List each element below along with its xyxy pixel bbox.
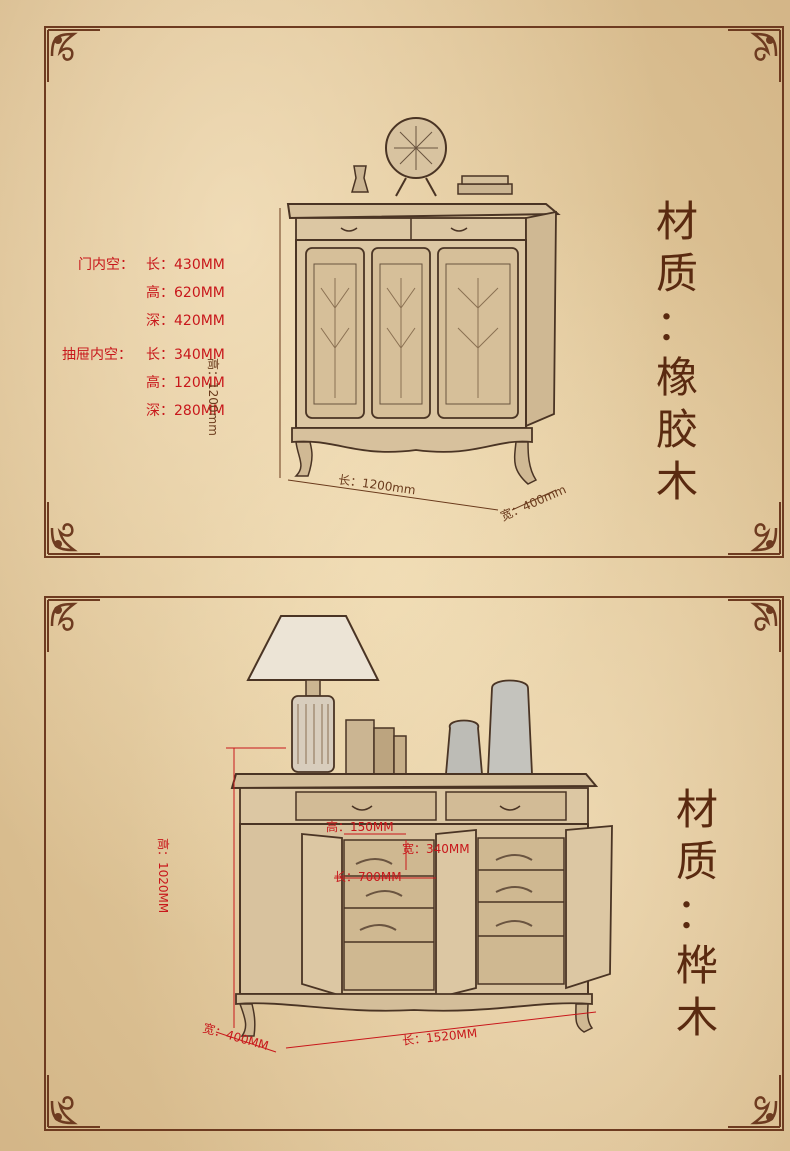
corner-ornament-icon [728,29,781,82]
material-birch: 材 质 ： 桦 木 [675,785,718,1042]
three-door-cabinet-sketch [279,117,561,511]
drawer-inner-height: 高：120MM [146,375,225,391]
corner-ornament-icon [728,1075,781,1128]
door-inner-depth: 深：420MM [146,313,225,329]
shoe-cabinet-sketch [215,615,613,1053]
door-inner-height: 高：620MM [146,285,225,301]
door-inner-label: 门内空： [78,257,134,273]
panel-rubberwood-cabinet: 门内空： 长：430MM 高：620MM 深：420MM 抽屉内空： 长：340… [44,26,784,558]
corner-ornament-icon [47,599,100,652]
material-rubberwood: 材 质 ： 橡 胶 木 [655,197,698,506]
corner-ornament-icon [47,1075,100,1128]
door-inner-length: 长：430MM [146,257,225,273]
corner-ornament-icon [47,502,100,555]
corner-ornament-icon [728,599,781,652]
drawer-inner-depth: 深：280MM [146,403,225,419]
shelf-height-dimension: 高：150MM [326,820,394,834]
drawer-inner-label: 抽屉内空： [62,347,132,363]
shelf-length-dimension: 长：700MM [334,870,402,884]
cabinet-height-dimension: 高：1200mm [206,358,220,436]
drawer-inner-length: 长：340MM [146,347,225,363]
corner-ornament-icon [47,29,100,82]
panel-birch-shoe-cabinet: 高：150MM 宽：340MM 长：700MM 高：1020MM 宽：400MM… [44,596,784,1131]
shelf-width-dimension: 宽：340MM [402,842,470,856]
cabinet-height-dimension: 高：1020MM [156,838,170,914]
corner-ornament-icon [728,502,781,555]
